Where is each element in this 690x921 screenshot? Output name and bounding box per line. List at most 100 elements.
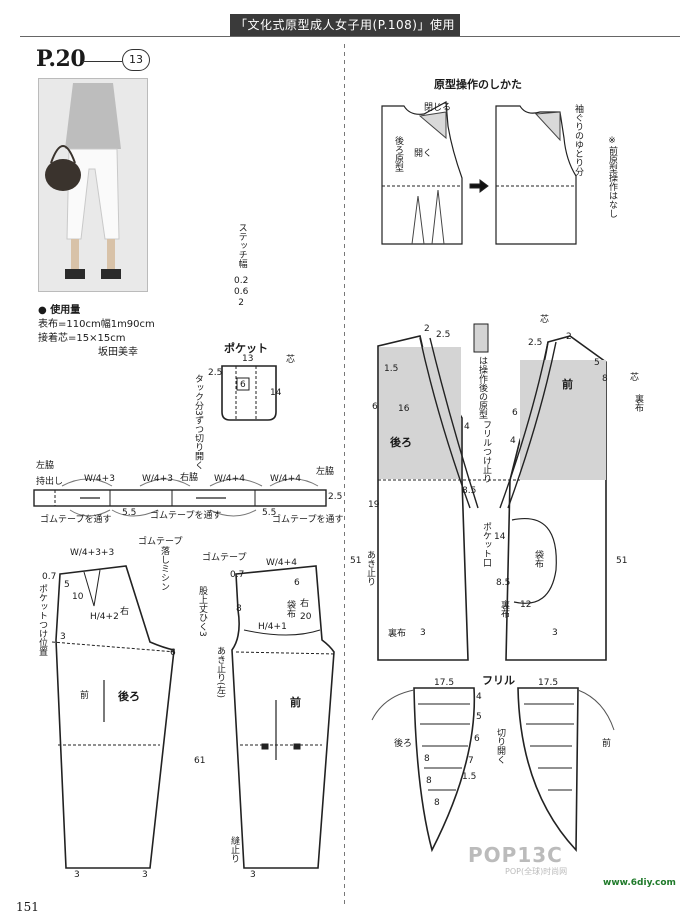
frill-back: 後ろ <box>394 739 413 749</box>
pants-front-hip: H/4+1 <box>258 622 287 632</box>
waistband-right-side: 右脇 <box>180 473 199 483</box>
bodice-front-m-51: 51 <box>616 556 628 566</box>
column-divider <box>344 44 345 904</box>
frill-level-6: 8 <box>426 776 432 786</box>
bodice-back-m-25: 2.5 <box>436 330 451 340</box>
pocket-measure-small: 2.5 <box>208 368 223 378</box>
frill-level-1: 4 <box>476 692 482 702</box>
waistband-w2: W/4+3 <box>142 474 173 484</box>
bodice-back-label: 後ろ <box>390 436 412 449</box>
bodice-method-close: 閉じる <box>424 103 452 113</box>
bodice-back-m-2: 2 <box>424 324 430 334</box>
waistband-fold: 持出し <box>36 477 64 487</box>
stitch-width-note: ステッチ幅 0.2 0.6 2 <box>234 218 248 309</box>
frill-level-7: 8 <box>434 798 440 808</box>
operated-note: は操作後の原型 <box>477 356 487 419</box>
waistband-elastic-1: ゴムテープを通す <box>40 515 112 525</box>
pants-back-stitch: 落しミシン <box>159 546 169 591</box>
waistband-elastic-3: ゴムテープを通す <box>272 515 344 525</box>
frill-level-5: 8 <box>424 754 430 764</box>
site-logo-text: www.6diy.com <box>603 878 676 888</box>
pants-back-front-side: 前 <box>80 691 90 701</box>
pants-back-m-6: 6 <box>170 648 176 658</box>
bodice-front-m-2: 2 <box>566 332 572 342</box>
pocket-measure-top: 13 <box>242 354 254 364</box>
frill-cut-open: 切り開く <box>495 728 505 764</box>
frill-width-right: 17.5 <box>538 678 559 688</box>
bodice-back-frill: フリルつけ止り <box>481 420 491 483</box>
waistband-left-side: 左脇 <box>36 461 55 471</box>
pants-front-crotch-note: 股上丈ひく3 <box>197 586 207 637</box>
pants-front-elastic: ゴムテープ <box>202 553 247 563</box>
waistband-width: 2.5 <box>328 492 343 502</box>
waistband-left-side-2: 左脇 <box>316 467 335 477</box>
bodice-method-open: 開く <box>414 149 433 159</box>
bodice-back-opening: あき止り <box>365 550 375 586</box>
stitch-label: ステッチ幅 <box>236 222 247 268</box>
header-rule <box>20 36 680 37</box>
pants-front-m-07: 0.7 <box>230 570 245 580</box>
waistband-gap-1: 5.5 <box>122 508 137 518</box>
pants-back-label: 後ろ <box>118 690 140 703</box>
pants-front-label: 前 <box>290 696 301 709</box>
bodice-front-m-14: 14 <box>494 532 506 542</box>
pattern-number-badge: 13 <box>122 49 150 71</box>
bodice-front-m-12: 12 <box>520 600 532 610</box>
waistband-gap-2: 5.5 <box>262 508 277 518</box>
bodice-back-m-15: 1.5 <box>384 364 399 374</box>
pants-back-m-5: 5 <box>64 580 70 590</box>
pocket-interfacing: 芯 <box>286 355 296 365</box>
watermark-sub: POP(全球)时尚网 <box>505 867 568 876</box>
pants-back-elastic: ゴムテープ <box>138 537 183 547</box>
bodice-back-m-51: 51 <box>350 556 362 566</box>
pants-back-m-3b: 3 <box>74 870 80 880</box>
materials-block: ● 使用量 表布=110cm幅1m90cm 接着芯=15×15cm 坂田美幸 <box>38 305 155 358</box>
frill-title: フリル <box>482 674 515 687</box>
frill-width-left: 17.5 <box>434 678 455 688</box>
bodice-back-m-16: 16 <box>398 404 410 414</box>
pants-front-m-61: 61 <box>194 756 206 766</box>
bodice-method-armhole: 袖ぐりのゆとり分 <box>573 104 583 176</box>
bodice-back-m-19: 19 <box>368 500 380 510</box>
pants-front-m-6: 6 <box>294 578 300 588</box>
bodice-front-lining-2: 裏布 <box>499 600 509 618</box>
frill-inner: 1.5 <box>462 772 477 782</box>
page-folio: 151 <box>16 900 39 914</box>
pocket-measure-inner: 6 <box>240 380 246 390</box>
pants-back-waist: W/4+3+3 <box>70 548 115 558</box>
pants-front-waist: W/4+4 <box>266 558 297 568</box>
materials-fabric: 表布=110cm幅1m90cm <box>38 319 155 330</box>
stitch-value-3: 2 <box>238 298 245 308</box>
bodice-front-pocket: 袋布 <box>533 550 543 568</box>
frill-level-4: 7 <box>468 756 474 766</box>
pants-back-pocket-position: ポケットつけ位置 <box>37 584 47 656</box>
frill-level-2: 5 <box>476 712 482 722</box>
pocket-title: ポケット <box>224 342 268 355</box>
bodice-front-interfacing: 芯 <box>540 315 550 325</box>
frill-front: 前 <box>602 739 612 749</box>
bodice-method-note: ※前原型操作はなし <box>607 136 617 218</box>
model-photo <box>38 78 148 292</box>
bodice-back-m-3: 3 <box>420 628 426 638</box>
header-title: 「文化式原型成人女子用(P.108)」使用 <box>230 14 460 36</box>
bodice-back-m-4: 4 <box>464 422 470 432</box>
bodice-method-back: 後ろ原型 <box>393 136 403 172</box>
pants-front-pocket: 袋布 <box>285 600 295 618</box>
pants-back-m-3a: 3 <box>60 632 66 642</box>
bodice-back-m-6: 6 <box>372 402 378 412</box>
page-label: P.20 <box>36 46 86 72</box>
pants-front-opening: あき止り(左) <box>215 646 225 699</box>
pants-back-m-07: 0.7 <box>42 572 57 582</box>
bodice-front-m-6: 6 <box>512 408 518 418</box>
pants-front-seam: 縫止り <box>229 836 239 863</box>
watermark-main: POP13C <box>468 843 563 867</box>
pants-back-m-3c: 3 <box>142 870 148 880</box>
bodice-front-m-5: 5 <box>594 358 600 368</box>
bodice-front-m-4: 4 <box>510 436 516 446</box>
frill-level-3: 6 <box>474 734 480 744</box>
materials-author: 坂田美幸 <box>98 347 138 358</box>
materials-heading: 使用量 <box>50 305 81 316</box>
pants-front-right: 右 <box>300 599 310 609</box>
bodice-back-m-85: 8.5 <box>462 486 477 496</box>
pants-front-m-3: 3 <box>250 870 256 880</box>
